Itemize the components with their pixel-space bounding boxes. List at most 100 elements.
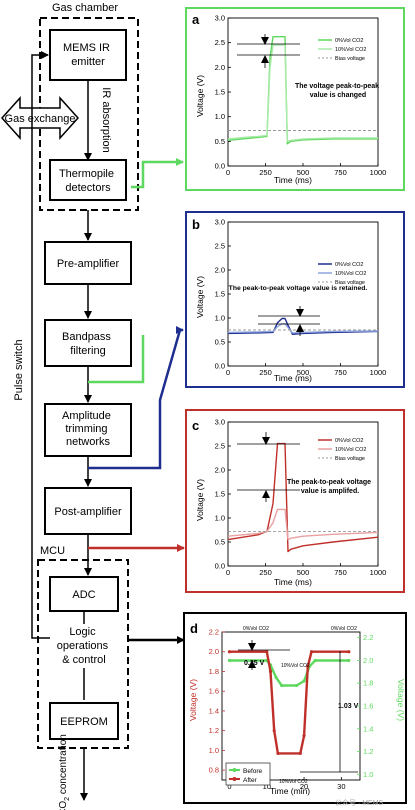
chart-c-ytick-label-5: 2.5: [215, 442, 225, 451]
mems-ir-emitter-box: [49, 29, 127, 81]
bandpass-filtering-label: Bandpass filtering: [62, 331, 114, 357]
chart-d-ytick-right-label-0: 1.0: [363, 770, 373, 779]
chart-d-amplitude-marker-small: [238, 640, 290, 670]
chart-c-ytick-label-2: 1.0: [215, 514, 225, 523]
chart-d-xtick-label-1: 10: [263, 782, 271, 791]
chart-c-legend-0: 0%Vol CO2: [335, 438, 363, 444]
panel-d-frame: [183, 612, 407, 804]
chart-d-xtick-label-0: 0: [227, 782, 231, 791]
chart-d-xtick-label-3: 30: [337, 782, 345, 791]
chart-d-ytick-right-label-6: 2.2: [363, 633, 373, 642]
chart-d-series-0-point-5: [294, 683, 299, 688]
logic-operations-label: Logic operations & control: [57, 626, 111, 666]
eeprom-label: EEPROM: [60, 716, 108, 728]
chart-d-xlabel: Time (min): [270, 786, 310, 796]
chart-c-legend: 0%Vol CO2 10%Vol CO2 Bias voltage: [318, 438, 367, 462]
connector-green-upper: [131, 158, 184, 189]
chart-d-amplitude-marker-large: [300, 651, 358, 773]
panel-b-letter: b: [192, 217, 200, 232]
chart-a-amplitude-marker: [237, 34, 300, 68]
chart-d-series-1-point-3: [272, 729, 276, 733]
thermopile-detectors-box: [49, 159, 127, 201]
chart-d-series-1-point-2: [268, 669, 273, 674]
mems-ir-emitter-label: MEMS IR emitter: [63, 42, 113, 68]
chart-b-xtick-label-2: 500: [297, 368, 310, 377]
panel-d-letter: d: [190, 621, 198, 636]
chart-a-xtick-label-0: 0: [226, 168, 230, 177]
chart-d-legend-marker-0: [232, 768, 237, 772]
chart-d-series-1-point-9: [347, 650, 351, 654]
chart-a-legend-2: Bias voltage: [335, 56, 365, 62]
chart-d-annotation-0: 0%Vol CO2: [243, 626, 269, 632]
pulse-switch-label: Pulse switch: [13, 339, 25, 400]
chart-b-xtick-label-4: 1000: [370, 368, 387, 377]
chart-d-ytick-label-4: 1.6: [209, 687, 219, 696]
chart-d-ytick-label-6: 2.0: [209, 647, 219, 656]
chart-b-ytick-label-4: 2.0: [215, 266, 225, 275]
chart-a-legend-0: 0%Vol CO2: [335, 38, 363, 44]
pulse-switch-line: [31, 51, 50, 639]
chart-d-annotation-1: 10%Vol CO2: [281, 663, 310, 669]
chart-d-ytick-label-5: 1.8: [209, 667, 219, 676]
chart-b-legend-1: 10%Vol CO2: [335, 271, 367, 277]
chart-c-amplitude-marker: [237, 432, 300, 502]
chart-c-xtick-label-4: 1000: [370, 568, 387, 577]
panel-b-frame: [185, 211, 405, 388]
chart-a-ytick-label-4: 2.0: [215, 63, 225, 72]
chart-a-ytick-label-3: 1.5: [215, 88, 225, 97]
connector-green-lower: [88, 335, 145, 384]
chart-d-series-0-point-4: [280, 683, 284, 688]
pre-amplifier-label: Pre-amplifier: [57, 258, 120, 270]
chart-d-series-1-point-6: [302, 734, 306, 738]
chart-d-ytick-label-3: 1.4: [209, 706, 219, 715]
chart-d-ytick-right-label-4: 1.8: [363, 679, 373, 688]
chart-d-annotation-4: 0.25 V: [244, 660, 265, 667]
chart-b-ytick-label-3: 1.5: [215, 290, 225, 299]
chart-a-ylabel: Voltage (V): [195, 75, 205, 117]
chart-b-legend: 0%Vol CO2 10%Vol CO2 Bias voltage: [318, 262, 367, 286]
panel-c-frame: [185, 409, 405, 593]
chart-b-ytick-label-2: 1.0: [215, 314, 225, 323]
chart-c-xtick-label-2: 500: [297, 568, 310, 577]
mcu-label: MCU: [40, 545, 65, 557]
chart-d-ytick-right-label-3: 1.6: [363, 702, 373, 711]
chart-b-ytick-label-1: 0.5: [215, 338, 225, 347]
chart-d-ylabel-left: Voltage (V): [188, 679, 198, 721]
chart-b-series-0: [227, 317, 379, 335]
chart-d-series-0-point-9: [347, 658, 351, 663]
chart-b-annotation: The peak-to-peak voltage value is retain…: [229, 285, 368, 292]
gas-exchange-label: Gas exchange: [5, 113, 76, 125]
chart-a-xtick-label-1: 250: [259, 168, 272, 177]
panel-a-letter: a: [192, 12, 200, 27]
chart-d-ytick-right-label-5: 2.0: [363, 656, 373, 665]
chart-d-ylabel-right: Voltage (V): [396, 679, 406, 721]
chart-a-legend-1: 10%Vol CO2: [335, 47, 367, 53]
chart-d-series-0-point-8: [313, 658, 317, 663]
chart-c-ytick-label-6: 3.0: [215, 418, 225, 427]
chart-b-ytick-label-0: 0.0: [215, 362, 225, 371]
adc-label: ADC: [72, 589, 95, 601]
chart-d-legend-1: After: [243, 777, 258, 784]
chart-d-series-0-point-6: [302, 679, 306, 683]
chart-a-series-1: [227, 44, 378, 143]
chart-d-series-1-point-7: [306, 664, 310, 669]
chart-a-series: [227, 36, 378, 145]
chart-c-xtick-label-0: 0: [226, 568, 230, 577]
panel-c-letter: c: [192, 418, 199, 433]
chart-b-xlabel: Time (ms): [274, 373, 312, 383]
panel-a-frame: [185, 7, 405, 191]
chart-c-ytick-label-4: 2.0: [215, 466, 225, 475]
chart-c-xtick-label-1: 250: [259, 568, 272, 577]
bandpass-filtering-box: [44, 319, 132, 367]
chart-b-amplitude-marker: [258, 306, 320, 336]
chart-c-annotation: The peak-to-peak voltage value is amplif…: [287, 479, 373, 495]
chart-b-ylabel: Voltage (V): [195, 276, 205, 318]
